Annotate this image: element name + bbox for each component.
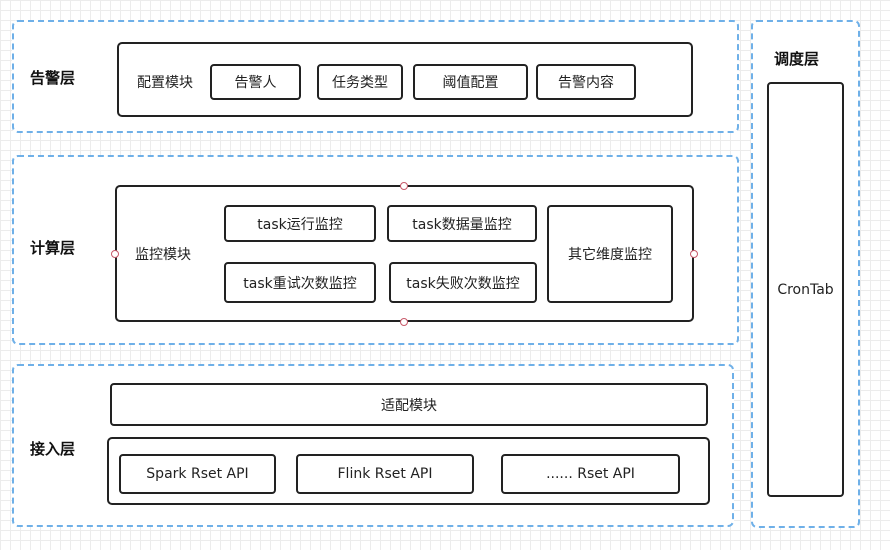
compute-layer-title: 计算层 — [30, 239, 76, 257]
connection-handle-bottom — [400, 318, 408, 326]
monitor-module-label: 监控模块 — [135, 247, 191, 263]
flink-api-box: Flink Rset API — [296, 454, 474, 494]
task-type-box: 任务类型 — [317, 64, 403, 100]
access-layer-title: 接入层 — [30, 440, 76, 458]
alert-content-box: 告警内容 — [536, 64, 636, 100]
alert-layer-title: 告警层 — [30, 69, 76, 87]
task-failure-monitor-box: task失败次数监控 — [389, 262, 537, 303]
crontab-box: CronTab — [767, 82, 844, 497]
schedule-layer-title: 调度层 — [774, 50, 820, 68]
alert-recipient-box: 告警人 — [210, 64, 301, 100]
connection-handle-left — [111, 250, 119, 258]
task-volume-monitor-box: task数据量监控 — [387, 205, 537, 242]
adapter-module-box: 适配模块 — [110, 383, 708, 426]
spark-api-box: Spark Rset API — [119, 454, 276, 494]
connection-handle-top — [400, 182, 408, 190]
other-api-box: ...... Rset API — [501, 454, 680, 494]
other-dimension-monitor-box: 其它维度监控 — [547, 205, 673, 303]
task-run-monitor-box: task运行监控 — [224, 205, 376, 242]
task-retry-monitor-box: task重试次数监控 — [224, 262, 376, 303]
config-module-label: 配置模块 — [137, 75, 193, 91]
connection-handle-right — [690, 250, 698, 258]
threshold-config-box: 阈值配置 — [413, 64, 528, 100]
